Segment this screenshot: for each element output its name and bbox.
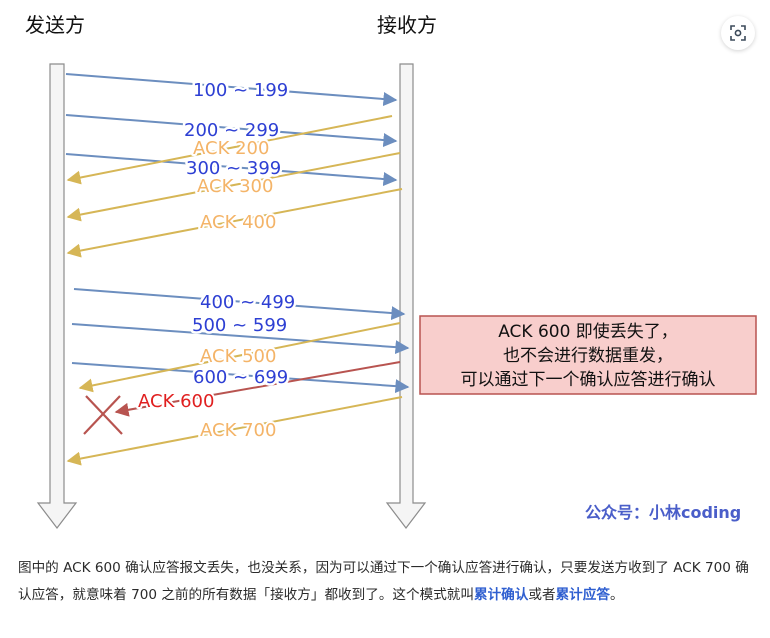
lost-cross-icon	[83, 395, 123, 435]
data-label-4: 400 ~ 499	[200, 292, 295, 313]
image-search-button[interactable]	[721, 16, 755, 50]
ack-label-300: ACK 300	[197, 176, 273, 197]
receiver-label: 接收方	[377, 13, 437, 37]
data-arrow-5	[71, 323, 410, 355]
note-line-2: 也不会进行数据重发，	[503, 346, 673, 366]
term-cumulative-ack: 累计应答	[555, 587, 610, 603]
ack-label-600-lost: ACK 600	[138, 391, 214, 412]
data-arrow-1	[65, 73, 398, 106]
data-arrow-6	[71, 362, 410, 394]
caption-text-2: 或者	[528, 587, 556, 603]
ack-arrow-300	[66, 152, 401, 222]
ack-label-200: ACK 200	[193, 138, 269, 159]
caption-text-1: 图中的 ACK 600 确认应答报文丢失，也没关系，因为可以通过下一个确认应答进…	[18, 560, 749, 603]
sender-label: 发送方	[25, 13, 85, 37]
tcp-cumulative-ack-diagram: 发送方 接收方 100 ~ 199 200 ~ 299 300 ~ 399 40…	[25, 13, 757, 529]
receiver-timeline	[385, 63, 427, 529]
caption-text-3: 。	[609, 587, 624, 603]
note-text: ACK 600 即使丢失了， 也不会进行数据重发， 可以通过下一个确认应答进行确…	[461, 321, 716, 390]
data-labels: 100 ~ 199 200 ~ 299 300 ~ 399 400 ~ 499 …	[182, 78, 298, 391]
data-arrow-4	[73, 288, 406, 321]
ack-arrows	[66, 115, 403, 466]
watermark: 公众号：小林coding	[585, 503, 741, 522]
data-arrows	[65, 73, 410, 394]
data-label-2: 200 ~ 299	[184, 120, 279, 141]
sender-timeline	[36, 63, 78, 529]
image-search-icon	[730, 25, 746, 41]
ack-arrow-200	[66, 115, 393, 185]
ack-arrow-400	[66, 188, 403, 258]
data-label-3: 300 ~ 399	[186, 158, 281, 179]
term-cumulative-confirm: 累计确认	[474, 587, 529, 603]
caption-paragraph: 图中的 ACK 600 确认应答报文丢失，也没关系，因为可以通过下一个确认应答进…	[18, 555, 758, 609]
ack-label-400: ACK 400	[200, 212, 276, 233]
ack-arrow-500	[78, 322, 401, 393]
ack-label-700: ACK 700	[200, 420, 276, 441]
ack-labels: ACK 200 ACK 300 ACK 400 ACK 500 ACK 700	[191, 136, 278, 443]
data-arrow-2	[65, 114, 398, 147]
note-line-3: 可以通过下一个确认应答进行确认	[461, 370, 716, 390]
data-label-5: 500 ~ 599	[192, 315, 287, 336]
data-label-1: 100 ~ 199	[193, 80, 288, 101]
data-label-6: 600 ~ 699	[193, 367, 288, 388]
ack-arrow-700	[66, 396, 403, 466]
ack-label-500: ACK 500	[200, 346, 276, 367]
data-arrow-3	[65, 153, 398, 186]
note-box	[419, 315, 757, 395]
note-line-1: ACK 600 即使丢失了，	[498, 321, 678, 342]
lost-ack-arrow	[114, 361, 401, 417]
